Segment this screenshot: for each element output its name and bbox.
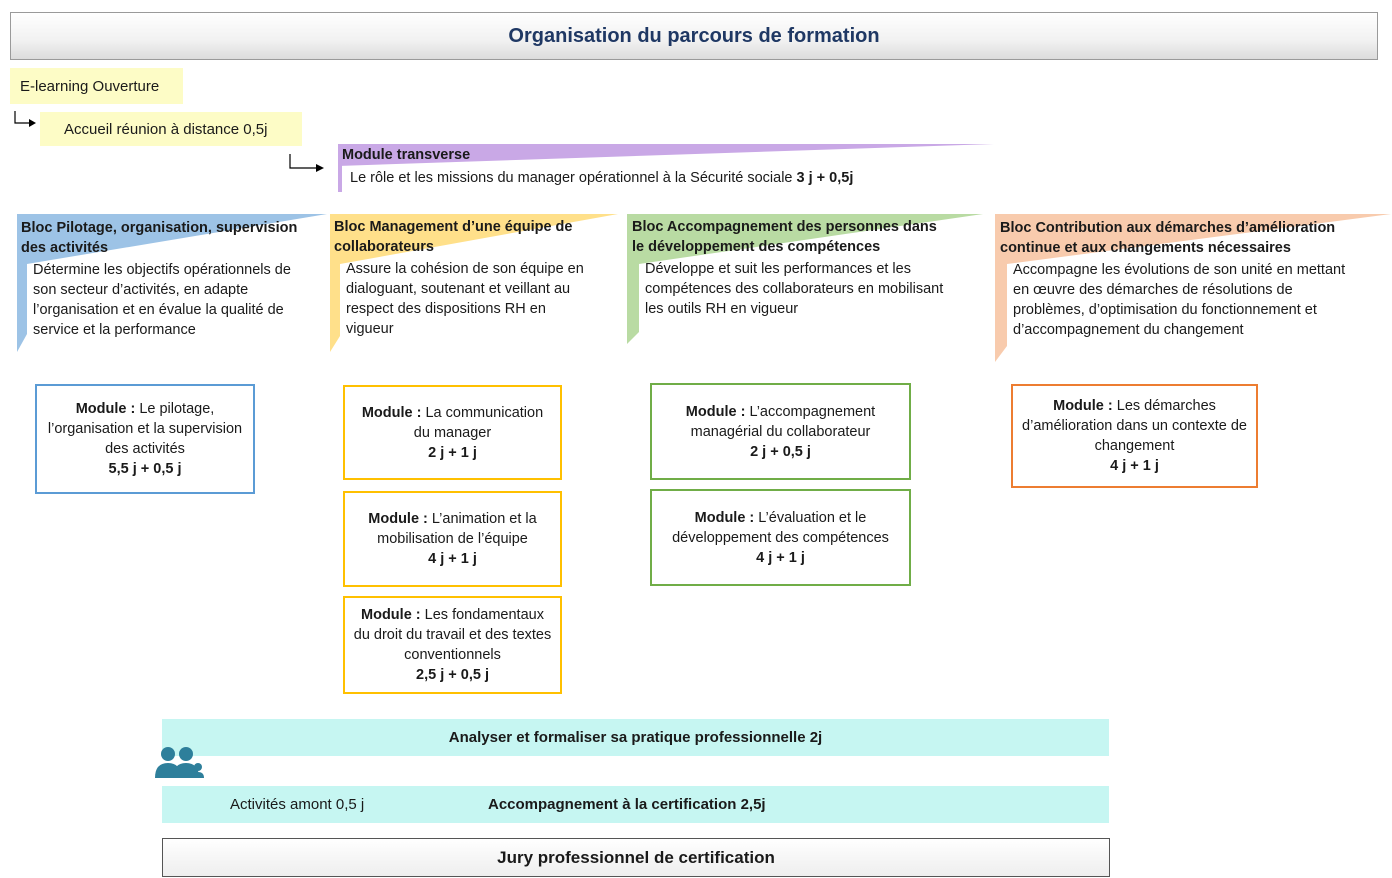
- accueil-box: Accueil réunion à distance 0,5j: [40, 112, 302, 146]
- module-accompagnement: Module : L’accompagnement managérial du …: [650, 383, 911, 480]
- module-transverse-text: Le rôle et les missions du manager opéra…: [350, 170, 793, 186]
- module-evaluation: Module : L’évaluation et le développemen…: [650, 489, 911, 586]
- module-pilotage-duration: 5,5 j + 0,5 j: [108, 461, 182, 477]
- elbow-arrow-icon: [289, 154, 324, 172]
- module-demarches: Module : Les démarches d’amélioration da…: [1011, 384, 1258, 488]
- module-animation-duration: 4 j + 1 j: [428, 551, 477, 567]
- module-transverse-title: Module transverse: [342, 147, 471, 163]
- module-transverse-desc: Le rôle et les missions du manager opéra…: [350, 170, 853, 186]
- module-pilotage-text: Module : Le pilotage, l’organisation et …: [47, 401, 243, 457]
- activites-amont-label: Activités amont 0,5 j: [230, 796, 365, 813]
- module-fondamentaux: Module : Les fondamentaux du droit du tr…: [343, 596, 562, 694]
- certification-bar: Activités amont 0,5 j Accompagnement à l…: [162, 786, 1109, 823]
- group-people-icon: [155, 747, 204, 778]
- module-demarches-text: Module : Les démarches d’amélioration da…: [1022, 398, 1247, 454]
- bloc-contribution-desc: Accompagne les évolutions de son unité e…: [1013, 262, 1346, 338]
- module-accompagnement-duration: 2 j + 0,5 j: [750, 443, 811, 460]
- jury-label: Jury professionnel de certification: [497, 847, 775, 867]
- accueil-label: Accueil réunion à distance 0,5j: [64, 120, 268, 138]
- module-communication-text: Module : La communication du manager: [361, 404, 544, 441]
- elbow-arrow-icon: [14, 111, 36, 127]
- module-demarches-duration: 4 j + 1 j: [1110, 458, 1159, 474]
- bloc-accompagnement-desc: Développe et suit les performances et le…: [645, 261, 944, 317]
- bloc-contribution-title: Bloc Contribution aux démarches d’amélio…: [1000, 220, 1336, 256]
- module-evaluation-text: Module : L’évaluation et le développemen…: [672, 509, 889, 546]
- bloc-management-desc: Assure la cohésion de son équipe en dial…: [346, 261, 584, 337]
- elearning-box: E-learning Ouverture: [10, 68, 183, 104]
- bloc-management-band: [330, 214, 618, 352]
- analyser-bar: Analyser et formaliser sa pratique profe…: [162, 719, 1109, 756]
- bloc-contribution-band: [995, 214, 1391, 362]
- bloc-management-title: Bloc Management d’une équipe de collabor…: [334, 219, 573, 255]
- module-accompagnement-text: Module : L’accompagnement managérial du …: [685, 403, 876, 440]
- module-animation-text: Module : L’animation et la mobilisation …: [368, 511, 537, 547]
- module-transverse-duration: 3 j + 0,5j: [796, 170, 854, 186]
- module-transverse-band: [338, 144, 994, 192]
- elearning-label: E-learning Ouverture: [20, 77, 160, 95]
- module-animation: Module : L’animation et la mobilisation …: [343, 491, 562, 587]
- module-fondamentaux-duration: 2,5 j + 0,5 j: [416, 667, 489, 683]
- module-communication: Module : La communication du manager 2 j…: [343, 385, 562, 480]
- bloc-pilotage-title: Bloc Pilotage, organisation, supervision…: [21, 220, 298, 256]
- analyser-label: Analyser et formaliser sa pratique profe…: [448, 729, 823, 746]
- bloc-pilotage-desc: Détermine les objectifs opérationnels de…: [33, 262, 291, 338]
- module-evaluation-duration: 4 j + 1 j: [756, 549, 805, 566]
- bloc-pilotage-band: [17, 214, 327, 352]
- module-communication-duration: 2 j + 1 j: [428, 444, 477, 461]
- certification-label: Accompagnement à la certification 2,5j: [488, 796, 766, 813]
- jury-box: Jury professionnel de certification: [162, 838, 1110, 877]
- bloc-accompagnement-title: Bloc Accompagnement des personnes dans l…: [632, 219, 937, 255]
- module-pilotage: Module : Le pilotage, l’organisation et …: [35, 384, 255, 494]
- module-fondamentaux-text: Module : Les fondamentaux du droit du tr…: [353, 607, 552, 663]
- bloc-accompagnement-band: [627, 214, 983, 344]
- page-title: Organisation du parcours de formation: [10, 12, 1378, 60]
